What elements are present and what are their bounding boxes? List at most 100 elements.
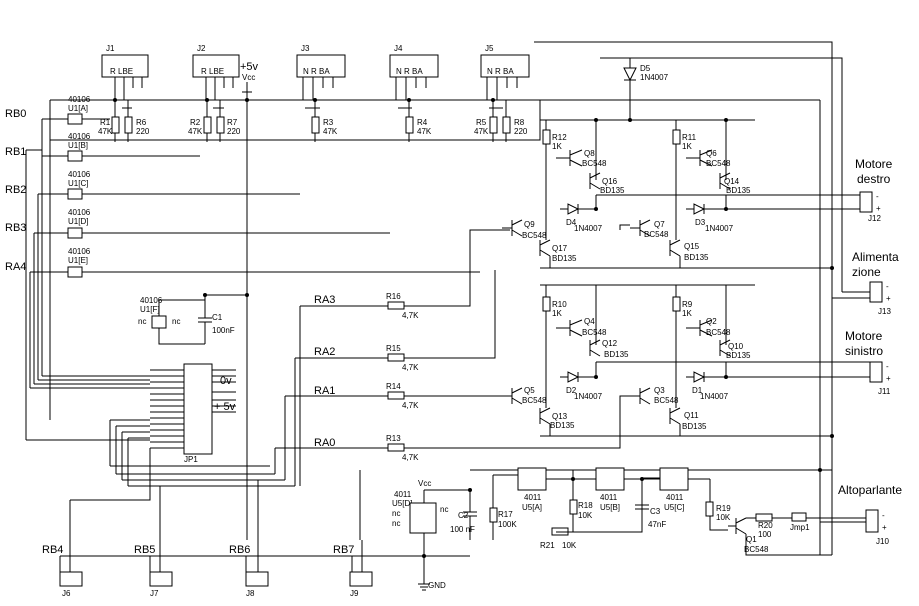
- transistor-q10: Q10 BD135: [719, 339, 751, 360]
- svg-text:Motore: Motore: [855, 157, 893, 171]
- transistor-q8: Q8 BC548: [556, 149, 607, 168]
- transistor-q15: Q15 BD135: [669, 239, 709, 262]
- gate-u5b: 4011 U5[B]: [595, 467, 625, 512]
- svg-text:J11: J11: [878, 387, 891, 396]
- svg-text:10K: 10K: [578, 511, 593, 520]
- svg-text:BD135: BD135: [552, 254, 577, 263]
- svg-text:100: 100: [758, 530, 772, 539]
- svg-text:-: -: [886, 282, 889, 291]
- connector-j12: - + J12: [859, 191, 881, 223]
- label-alimentazione: Alimenta zione: [852, 250, 899, 279]
- svg-text:4,7K: 4,7K: [402, 363, 419, 372]
- svg-text:R15: R15: [386, 344, 401, 353]
- port-rb6: RB6: [229, 544, 250, 556]
- gnd-label: GND: [428, 581, 446, 590]
- diode-d1: D1 1N4007: [686, 371, 860, 401]
- svg-text:Q5: Q5: [524, 386, 535, 395]
- connector-j2: J2 R LBE: [192, 44, 240, 78]
- svg-text:Jmp1: Jmp1: [790, 523, 810, 532]
- svg-text:N R BA: N R BA: [487, 67, 514, 76]
- svg-text:U1[E]: U1[E]: [68, 256, 88, 265]
- svg-text:R8: R8: [514, 118, 525, 127]
- port-ra0: RA0: [314, 437, 335, 449]
- svg-text:100nF: 100nF: [212, 326, 235, 335]
- svg-text:220: 220: [136, 127, 150, 136]
- svg-text:1N4007: 1N4007: [700, 392, 729, 401]
- svg-text:Q13: Q13: [552, 412, 568, 421]
- svg-text:Q17: Q17: [552, 244, 568, 253]
- transistor-q6: Q6 BC548: [686, 149, 731, 168]
- svg-text:U1[D]: U1[D]: [68, 217, 88, 226]
- capacitor-c1: C1 100nF: [198, 295, 235, 344]
- inverter-u1d: 40106 U1[D]: [34, 208, 390, 239]
- svg-text:J2: J2: [197, 44, 206, 53]
- port-rb5: RB5: [134, 544, 155, 556]
- svg-text:nc: nc: [138, 317, 146, 326]
- svg-text:4,7K: 4,7K: [402, 311, 419, 320]
- svg-text:Altoparlante: Altoparlante: [838, 483, 902, 497]
- connector-j9: J9: [349, 571, 373, 598]
- connector-j3: J3 N R BA: [296, 44, 346, 78]
- resistor-r21: R21 10K: [540, 527, 577, 550]
- svg-text:R LBE: R LBE: [110, 67, 133, 76]
- svg-text:1N4007: 1N4007: [574, 392, 603, 401]
- svg-text:40106: 40106: [68, 247, 91, 256]
- svg-text:nc: nc: [392, 509, 400, 518]
- svg-text:1N4007: 1N4007: [640, 73, 669, 82]
- connector-j8: J8: [245, 571, 269, 598]
- svg-text:nc: nc: [440, 505, 448, 514]
- transistor-q3: Q3 BC548: [630, 386, 679, 405]
- svg-text:nc: nc: [392, 519, 400, 528]
- svg-text:-: -: [876, 192, 879, 201]
- svg-text:J12: J12: [868, 214, 881, 223]
- vcc-label-2: Vcc: [242, 73, 255, 82]
- svg-text:BC548: BC548: [744, 545, 769, 554]
- resistor-r17: R17 100K: [489, 507, 517, 529]
- svg-text:40106: 40106: [68, 170, 91, 179]
- transistor-q7: Q7 BC548: [630, 219, 669, 239]
- svg-text:Q4: Q4: [584, 317, 595, 326]
- inverter-u1b: 40106 U1[B]: [42, 132, 200, 162]
- svg-text:BD135: BD135: [604, 350, 629, 359]
- label-motore-destro: Motore destro: [855, 157, 893, 186]
- svg-text:40106: 40106: [140, 296, 163, 305]
- svg-text:1K: 1K: [682, 142, 692, 151]
- transistor-q16: Q16 BD135: [589, 172, 625, 195]
- svg-text:4011: 4011: [394, 490, 412, 499]
- svg-text:J13: J13: [878, 307, 891, 316]
- svg-text:Alimenta: Alimenta: [852, 250, 899, 264]
- port-ra3: RA3: [314, 294, 335, 306]
- svg-text:C1: C1: [212, 313, 223, 322]
- inverter-u1c: 40106 U1[C]: [38, 170, 300, 200]
- svg-text:-: -: [882, 511, 885, 520]
- svg-text:N R BA: N R BA: [396, 67, 423, 76]
- svg-text:JP1: JP1: [184, 455, 198, 464]
- svg-text:1K: 1K: [552, 142, 562, 151]
- svg-text:D5: D5: [640, 64, 651, 73]
- svg-text:BC548: BC548: [654, 396, 679, 405]
- svg-text:D1: D1: [692, 386, 703, 395]
- transistor-q9: Q9 BC548: [502, 219, 547, 240]
- connector-j1: J1 R LBE: [101, 44, 149, 78]
- gate-u5a: 4011 U5[A]: [517, 467, 547, 512]
- connector-j10: - + J10: [865, 509, 889, 546]
- svg-text:BC548: BC548: [706, 159, 731, 168]
- svg-text:U1[B]: U1[B]: [68, 141, 88, 150]
- svg-text:47K: 47K: [474, 127, 489, 136]
- svg-text:R LBE: R LBE: [201, 67, 224, 76]
- svg-text:R17: R17: [498, 510, 513, 519]
- svg-text:220: 220: [227, 127, 241, 136]
- svg-text:BC548: BC548: [522, 231, 547, 240]
- svg-text:R2: R2: [190, 118, 201, 127]
- svg-text:J1: J1: [106, 44, 115, 53]
- svg-text:1K: 1K: [552, 309, 562, 318]
- svg-text:10K: 10K: [562, 541, 577, 550]
- svg-text:J6: J6: [62, 589, 71, 598]
- svg-text:R13: R13: [386, 434, 401, 443]
- junction-dots: [113, 98, 834, 558]
- svg-text:BD135: BD135: [682, 422, 707, 431]
- svg-text:Q1: Q1: [746, 535, 757, 544]
- label-0v: 0v: [220, 375, 232, 387]
- transistor-q5: Q5 BC548: [502, 386, 547, 405]
